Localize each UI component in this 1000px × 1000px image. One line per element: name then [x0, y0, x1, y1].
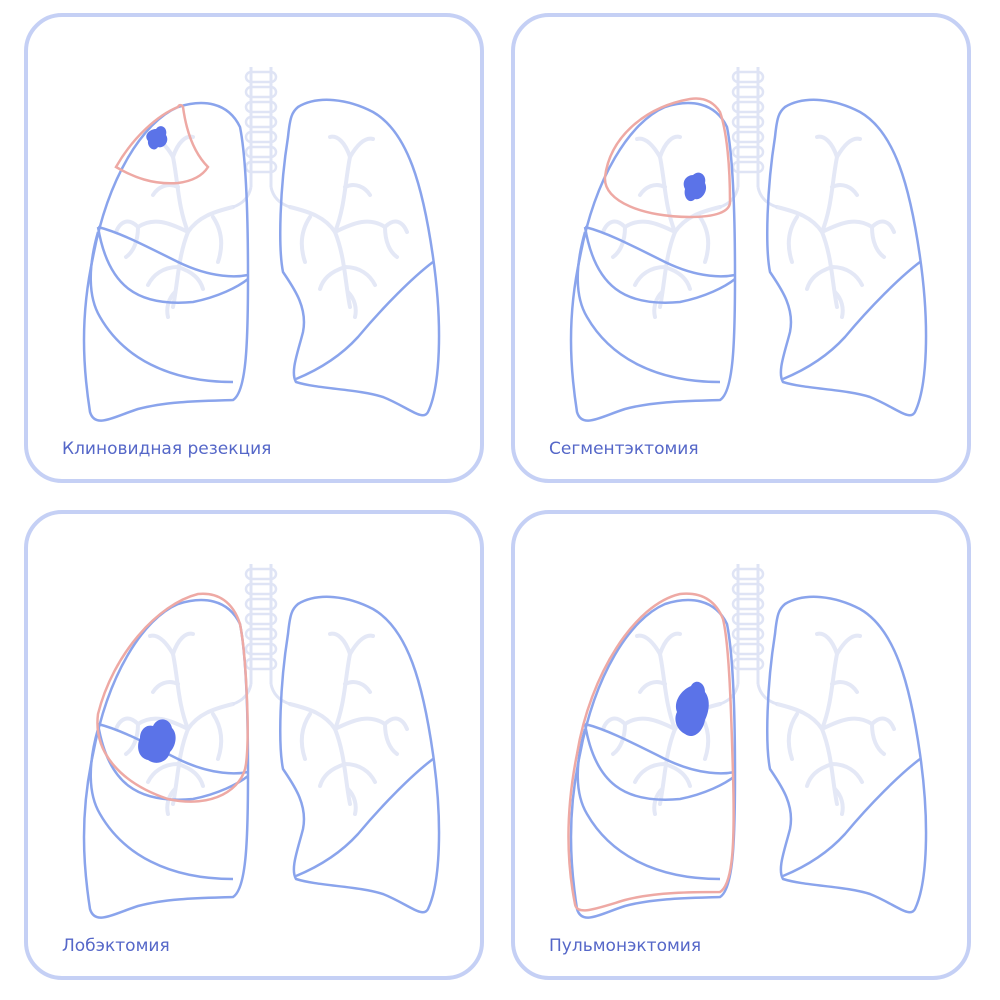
bronchial-tree [114, 134, 409, 319]
lung-diagram-pneumonectomy [567, 562, 928, 919]
resection-outline [114, 103, 210, 185]
resection-outline [567, 592, 735, 912]
bronchial-tree [601, 631, 896, 816]
resection-outline [96, 592, 249, 803]
panel-caption: Лобэктомия [62, 936, 170, 956]
tumor-marker [146, 126, 168, 150]
lung-diagram-segment [569, 65, 928, 422]
panel-caption: Сегментэктомия [549, 439, 699, 459]
panel-pneumonectomy: Пульмонэктомия [511, 510, 971, 980]
panel-caption: Клиновидная резекция [62, 439, 272, 459]
panel-caption: Пульмонэктомия [549, 936, 702, 956]
panel-segmentectomy: Сегментэктомия [511, 13, 971, 483]
tumor-marker [683, 172, 707, 202]
panel-wedge-resection: Клиновидная резекция [24, 13, 484, 483]
tumor-marker [675, 681, 709, 737]
bronchial-tree [601, 134, 896, 319]
resection-outline [603, 97, 732, 219]
lung-diagram-lobe [82, 562, 441, 919]
tumor-marker [138, 719, 176, 763]
lung-diagram-wedge [82, 65, 441, 422]
panel-lobectomy: Лобэктомия [24, 510, 484, 980]
